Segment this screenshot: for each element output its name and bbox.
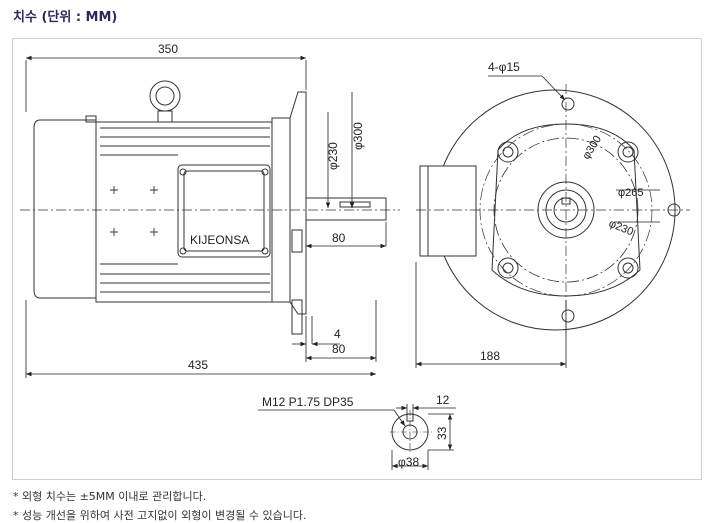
dim-350: 350 — [158, 42, 178, 56]
dim-pcd-265: φ265 — [618, 187, 644, 199]
dim-80-shaft: 80 — [332, 231, 346, 245]
dim-4: 4 — [334, 327, 341, 341]
dim-dia-300: φ300 — [351, 122, 365, 150]
front-view — [416, 84, 690, 336]
brand-label: KIJEONSA — [190, 233, 249, 247]
note-tolerance: * 외형 치수는 ±5MM 이내로 관리합니다. — [13, 490, 207, 503]
shaft-end-detail — [390, 410, 432, 454]
shaft-end-dimension-lines — [258, 404, 456, 470]
note-design-change: * 성능 개선을 위하여 사전 고지없이 외형이 변경될 수 있습니다. — [13, 509, 307, 522]
dim-holes: 4-φ15 — [488, 60, 520, 74]
page-title: 치수 (단위 : MM) — [13, 10, 118, 25]
dim-thread: M12 P1.75 DP35 — [262, 395, 354, 409]
dim-435: 435 — [188, 358, 208, 372]
dim-188: 188 — [480, 349, 500, 363]
side-dimension-lines — [25, 55, 387, 378]
dim-dia-230: φ230 — [326, 142, 340, 170]
dim-dia-38: φ38 — [398, 455, 419, 469]
dim-12: 12 — [436, 393, 450, 407]
side-view — [20, 80, 400, 335]
dim-80-flange: 80 — [332, 342, 346, 356]
front-dimension-lines — [415, 75, 660, 368]
dim-33: 33 — [435, 426, 449, 440]
